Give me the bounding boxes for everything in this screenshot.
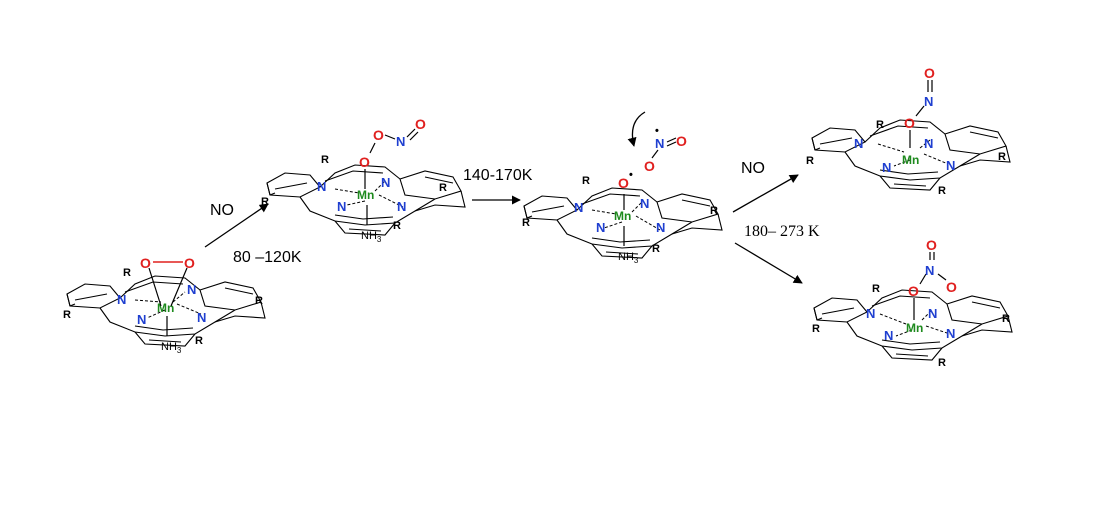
molecule-peroxynitrite: N N N N Mn R R R R NH3 O O N O — [261, 116, 466, 244]
nitrogen-atom: N — [187, 282, 196, 297]
oxygen-atom: O — [946, 279, 957, 295]
substituent-r: R — [255, 295, 263, 307]
nitrogen-dioxide-radical: • N O O — [627, 111, 687, 174]
substituent-r: R — [123, 267, 131, 279]
substituent-r: R — [582, 175, 590, 187]
substituent-r: R — [652, 243, 660, 255]
nitrogen-atom: N — [137, 312, 146, 327]
nitrogen-atom: N — [946, 158, 955, 173]
substituent-r: R — [710, 205, 718, 217]
substituent-r: R — [522, 217, 530, 229]
substituent-r: R — [195, 335, 203, 347]
step3-reagent: NO — [741, 160, 765, 177]
substituent-r: R — [998, 151, 1006, 163]
nitrogen-atom: N — [655, 136, 664, 151]
oxygen-atom: O — [644, 158, 655, 174]
manganese-atom: Mn — [902, 153, 919, 167]
substituent-r: R — [812, 323, 820, 335]
manganese-atom: Mn — [157, 301, 174, 315]
oxygen-atom: O — [904, 115, 915, 131]
reaction-arrow-1 — [204, 203, 269, 248]
nitrogen-atom: N — [656, 220, 665, 235]
molecule-nitrito: N N N N Mn R R R R O N O — [806, 65, 1011, 197]
ammonia-ligand: NH3 — [361, 230, 382, 244]
oxygen-atom: O — [926, 237, 937, 253]
substituent-r: R — [872, 283, 880, 295]
step1-reagent: NO — [210, 202, 234, 219]
nitrogen-atom: N — [884, 328, 893, 343]
substituent-r: R — [806, 155, 814, 167]
oxygen-atom: O — [140, 255, 151, 271]
nitrogen-atom: N — [924, 94, 933, 109]
oxygen-atom: O — [908, 283, 919, 299]
substituent-r: R — [439, 182, 447, 194]
molecule-peroxo: N N N N Mn R R R R NH3 O O — [63, 255, 266, 355]
nitrogen-atom: N — [197, 310, 206, 325]
oxygen-atom: O — [924, 65, 935, 81]
substituent-r: R — [63, 309, 71, 321]
nitrogen-atom: N — [117, 292, 126, 307]
reaction-arrow-3b — [734, 242, 803, 284]
substituent-r: R — [938, 357, 946, 369]
molecule-oxo-radical: N N N N Mn R R R R NH3 O • — [522, 169, 723, 265]
nitrogen-atom: N — [596, 220, 605, 235]
ammonia-ligand: NH3 — [618, 251, 639, 265]
oxygen-atom: O — [618, 175, 629, 191]
substituent-r: R — [321, 154, 329, 166]
oxygen-atom: O — [373, 127, 384, 143]
nitrogen-atom: N — [397, 199, 406, 214]
manganese-atom: Mn — [357, 188, 374, 202]
molecule-nitrato: N N N N Mn R R R R O N O O — [812, 237, 1013, 369]
oxygen-atom: O — [184, 255, 195, 271]
nitrogen-atom: N — [317, 179, 326, 194]
substituent-r: R — [393, 220, 401, 232]
oxygen-atom: O — [676, 133, 687, 149]
nitrogen-atom: N — [381, 175, 390, 190]
curved-arrow — [627, 111, 646, 147]
nitrogen-atom: N — [396, 134, 405, 149]
substituent-r: R — [261, 196, 269, 208]
substituent-r: R — [1002, 313, 1010, 325]
nitrogen-atom: N — [854, 136, 863, 151]
ammonia-ligand: NH3 — [161, 341, 182, 355]
nitrogen-atom: N — [946, 326, 955, 341]
nitrogen-atom: N — [882, 160, 891, 175]
manganese-atom: Mn — [906, 321, 923, 335]
radical-dot: • — [629, 169, 633, 181]
nitrogen-atom: N — [925, 263, 934, 278]
reaction-arrow-3a — [732, 174, 799, 213]
nitrogen-atom: N — [866, 306, 875, 321]
nitrogen-atom: N — [574, 200, 583, 215]
nitrogen-atom: N — [928, 306, 937, 321]
radical-dot: • — [655, 125, 659, 137]
oxygen-atom: O — [415, 116, 426, 132]
nitrogen-atom: N — [640, 196, 649, 211]
manganese-atom: Mn — [614, 209, 631, 223]
step3-temperature: 180– 273 K — [744, 223, 820, 240]
nitrogen-atom: N — [337, 199, 346, 214]
nitrogen-atom: N — [924, 136, 933, 151]
step1-temperature: 80 –120K — [233, 249, 302, 266]
substituent-r: R — [876, 119, 884, 131]
oxygen-atom: O — [359, 154, 370, 170]
substituent-r: R — [938, 185, 946, 197]
step2-temperature: 140-170K — [463, 167, 533, 184]
